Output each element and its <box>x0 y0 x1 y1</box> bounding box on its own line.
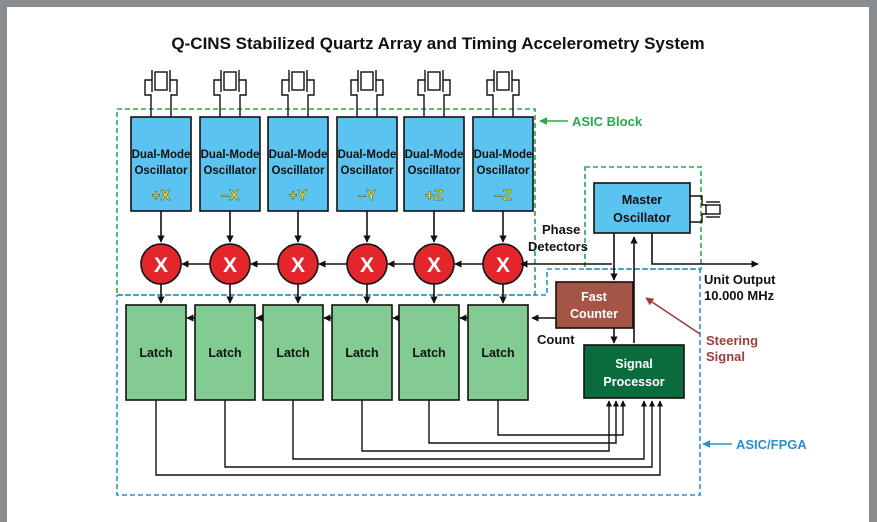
steering-arrow <box>645 297 701 335</box>
latch-label: Latch <box>276 346 309 360</box>
crystal-icon <box>350 70 384 117</box>
latch-box <box>262 304 324 401</box>
latch-label: Latch <box>345 346 378 360</box>
axis-label: +Z <box>425 187 443 204</box>
oscillator-label-line2: Oscillator <box>271 165 325 177</box>
dual-mode-oscillator-box <box>403 116 465 212</box>
asic-block-label: ASIC Block <box>572 114 643 129</box>
dual-mode-oscillator-box <box>199 116 261 212</box>
oscillator-label-line2: Oscillator <box>476 165 530 177</box>
diagram-title: Q-CINS Stabilized Quartz Array and Timin… <box>171 34 704 53</box>
count-label: Count <box>537 332 575 347</box>
latch-to-processor-bus <box>155 400 664 476</box>
axis-label: +Y <box>289 187 308 204</box>
oscillator-label-line1: Dual-Mode <box>132 149 191 161</box>
fast-counter-box <box>555 281 634 329</box>
bus-line <box>224 400 656 468</box>
unit-output-line2: 10.000 MHz <box>704 288 775 303</box>
crystal-icon <box>281 70 315 117</box>
latch-box <box>398 304 460 401</box>
dual-mode-oscillator-box <box>472 116 534 212</box>
mixer-symbol: X <box>496 254 510 277</box>
master-crystal-icon <box>690 195 721 223</box>
bus-line <box>428 400 620 444</box>
latch-box <box>467 304 529 401</box>
bus-line <box>361 400 613 452</box>
latch-box <box>125 304 187 401</box>
axis-label: +X <box>152 187 171 204</box>
steering-line1: Steering <box>706 333 758 348</box>
crystal-icon <box>486 70 520 117</box>
steering-line2: Signal <box>706 349 745 364</box>
fast-line2: Counter <box>570 307 618 321</box>
oscillator-label-line1: Dual-Mode <box>405 149 464 161</box>
oscillator-label-line2: Oscillator <box>203 165 257 177</box>
channel-columns: Dual-ModeOscillator+XXLatchDual-ModeOsci… <box>125 70 534 401</box>
bus-line <box>497 400 627 436</box>
mixer-chain <box>181 260 483 322</box>
master-line1: Master <box>622 193 662 207</box>
axis-label: –Y <box>358 187 376 204</box>
crystal-icon <box>417 70 451 117</box>
signal-processor-box <box>583 344 685 399</box>
axis-label: –X <box>221 187 239 204</box>
signal-line2: Processor <box>603 375 664 389</box>
mixer-symbol: X <box>154 254 168 277</box>
signal-line1: Signal <box>615 357 653 371</box>
crystal-icon <box>213 70 247 117</box>
oscillator-label-line2: Oscillator <box>407 165 461 177</box>
latch-label: Latch <box>139 346 172 360</box>
unit-output-line <box>651 233 759 268</box>
asic-fpga-region <box>116 268 701 496</box>
master-line2: Oscillator <box>613 211 671 225</box>
master-oscillator-box <box>593 182 691 234</box>
fast-line1: Fast <box>581 290 608 304</box>
asic-fpga-label: ASIC/FPGA <box>736 437 807 452</box>
oscillator-label-line2: Oscillator <box>134 165 188 177</box>
mixer-symbol: X <box>223 254 237 277</box>
oscillator-label-line1: Dual-Mode <box>201 149 260 161</box>
crystal-icon <box>144 70 178 117</box>
mixer-symbol: X <box>291 254 305 277</box>
oscillator-label-line1: Dual-Mode <box>269 149 328 161</box>
mixer-symbol: X <box>427 254 441 277</box>
oscillator-label-line1: Dual-Mode <box>474 149 533 161</box>
latch-label: Latch <box>208 346 241 360</box>
phase-line2: Detectors <box>528 239 588 254</box>
bus-line <box>155 400 664 476</box>
axis-label: –Z <box>494 187 512 204</box>
bus-line <box>292 400 648 460</box>
oscillator-label-line1: Dual-Mode <box>338 149 397 161</box>
phase-line1: Phase <box>542 222 580 237</box>
unit-output-line1: Unit Output <box>704 272 776 287</box>
latch-label: Latch <box>412 346 445 360</box>
dual-mode-oscillator-box <box>336 116 398 212</box>
latch-label: Latch <box>481 346 514 360</box>
oscillator-label-line2: Oscillator <box>340 165 394 177</box>
mixer-symbol: X <box>360 254 374 277</box>
